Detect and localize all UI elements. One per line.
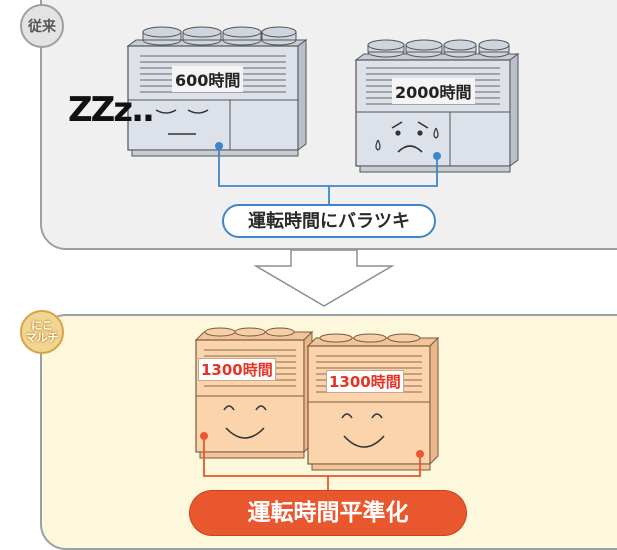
connection-dot bbox=[200, 432, 208, 440]
outdoor-unit-sleepy bbox=[126, 26, 308, 157]
sleepy-face bbox=[155, 109, 209, 135]
variation-connector bbox=[218, 150, 438, 204]
hours-label-600: 600時間 bbox=[172, 66, 244, 92]
hours-label-2000: 2000時間 bbox=[392, 78, 475, 104]
tired-face bbox=[375, 121, 439, 153]
connection-dot bbox=[416, 450, 424, 458]
down-arrow bbox=[253, 249, 395, 307]
variation-pill: 運転時間にバラツキ bbox=[222, 204, 436, 238]
leveling-pill: 運転時間平準化 bbox=[190, 491, 466, 535]
fan-caps bbox=[367, 39, 510, 58]
fan-caps bbox=[142, 26, 297, 46]
connection-dot bbox=[433, 152, 441, 160]
nikomulti-badge: にこ マルチ bbox=[20, 310, 64, 354]
before-badge: 従来 bbox=[20, 4, 64, 48]
outdoor-unit-tired bbox=[354, 39, 520, 173]
leveling-connector bbox=[203, 440, 421, 491]
sleep-text: ZZz.. bbox=[68, 90, 155, 130]
connection-dot bbox=[215, 142, 223, 150]
outdoor-unit-smiling-right bbox=[306, 333, 440, 471]
hours-label-1300-right: 1300時間 bbox=[326, 370, 404, 393]
hours-label-1300-left: 1300時間 bbox=[198, 358, 276, 381]
outdoor-unit-smiling-left bbox=[194, 327, 314, 459]
